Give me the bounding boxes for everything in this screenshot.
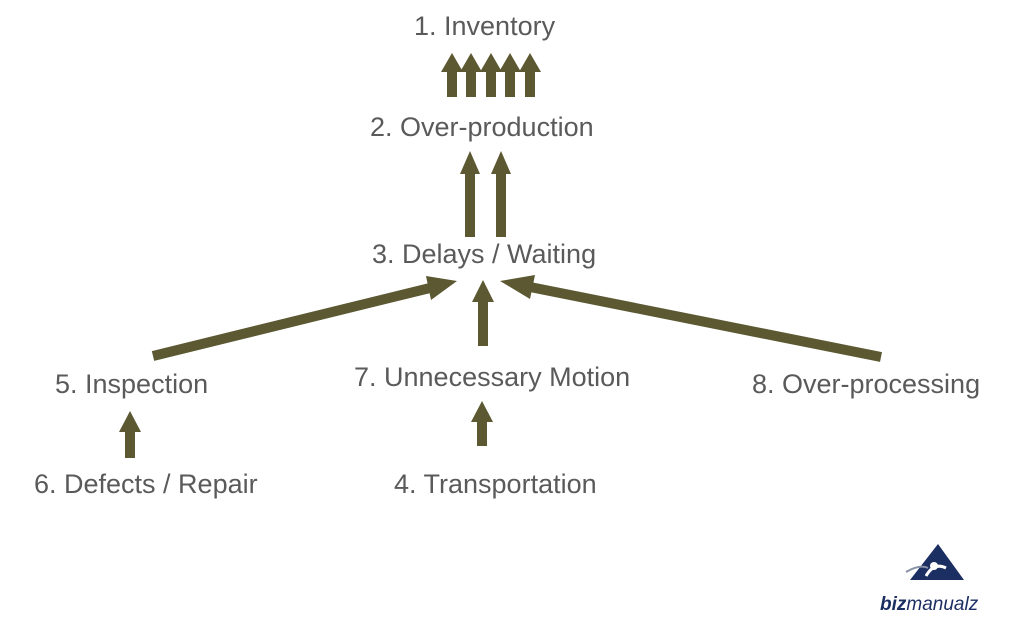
arrows-to-inventory: [441, 53, 541, 97]
arrow-inspection-shaft: [151, 283, 432, 361]
logo-brand-bold: biz: [880, 594, 907, 615]
node-transportation: 4. Transportation: [394, 469, 597, 499]
arrow-up-4: [499, 53, 521, 97]
arrow-up-7: [491, 151, 511, 237]
node-inventory: 1. Inventory: [414, 11, 556, 41]
arrow-up-1: [441, 53, 463, 97]
lower-arrows: [119, 401, 493, 458]
node-defects-repair: 6. Defects / Repair: [34, 469, 258, 499]
node-unnecessary-motion: 7. Unnecessary Motion: [354, 362, 631, 392]
node-delays-waiting: 3. Delays / Waiting: [372, 239, 597, 269]
arrow-defects-to-inspection: [119, 411, 141, 458]
logo-brand-rest: manualz: [906, 594, 979, 615]
node-over-production: 2. Over-production: [370, 112, 594, 142]
arrow-up-5: [519, 53, 541, 97]
logo-wordmark: bizmanualz: [880, 594, 978, 616]
arrow-inspection-head: [426, 276, 457, 300]
arrow-up-2: [460, 53, 482, 97]
arrow-up-6: [460, 151, 480, 237]
bizmanualz-logo: bizmanualz: [868, 538, 988, 618]
arrows-to-over-production: [460, 151, 511, 237]
logo-mark-icon: [905, 544, 964, 580]
arrows-to-delays: [151, 275, 882, 362]
node-inspection: 5. Inspection: [55, 369, 209, 399]
arrow-transport-to-motion: [471, 401, 493, 446]
arrow-up-3: [480, 53, 502, 97]
node-over-processing: 8. Over-processing: [752, 369, 981, 399]
arrow-overprocessing-head: [500, 275, 535, 299]
arrow-overprocessing-shaft: [529, 282, 882, 362]
arrow-motion-to-delays: [472, 280, 494, 346]
